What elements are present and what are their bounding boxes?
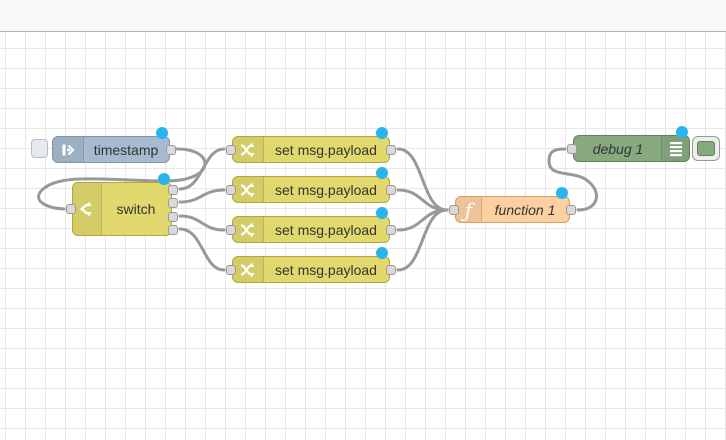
shuffle-arrows-icon (233, 177, 264, 202)
node-label: switch (116, 201, 156, 217)
output-port[interactable] (386, 184, 396, 195)
output-port[interactable] (386, 144, 396, 155)
wire-function-to-debug[interactable] (547, 147, 598, 212)
modified-indicator-dot (156, 127, 168, 139)
node-label: set msg.payload (275, 221, 377, 238)
output-port-2[interactable] (168, 198, 178, 208)
node-change-2[interactable]: set msg.payload (226, 167, 396, 203)
input-port[interactable] (226, 264, 236, 275)
output-port-1[interactable] (168, 185, 178, 195)
modified-indicator-dot (556, 187, 568, 199)
modified-indicator-dot (676, 126, 688, 138)
function-f-icon: ƒ (456, 197, 482, 222)
modified-indicator-dot (158, 173, 170, 185)
modified-indicator-dot (376, 127, 388, 139)
debug-output-lines-icon (661, 136, 689, 161)
inject-arrow-icon (53, 137, 84, 162)
input-port[interactable] (226, 144, 236, 155)
wire-switch2-to-change2[interactable] (178, 188, 226, 204)
node-debug[interactable]: debug 1 (567, 126, 690, 162)
input-port[interactable] (226, 184, 236, 195)
node-label: debug 1 (592, 140, 644, 157)
output-port[interactable] (166, 144, 176, 155)
input-port[interactable] (449, 204, 459, 215)
node-function[interactable]: ƒ function 1 (449, 187, 576, 223)
input-port[interactable] (567, 143, 577, 154)
node-change-3[interactable]: set msg.payload (226, 207, 396, 243)
output-port[interactable] (386, 224, 396, 235)
node-label: set msg.payload (275, 141, 377, 158)
wire-switch4-to-change4[interactable] (178, 227, 226, 272)
wire-switch3-to-change3[interactable] (178, 214, 226, 232)
switch-fork-icon (73, 183, 102, 235)
input-port[interactable] (226, 224, 236, 235)
modified-indicator-dot (376, 207, 388, 219)
shuffle-arrows-icon (233, 137, 264, 162)
flow-canvas-grid[interactable] (0, 32, 726, 440)
node-label: set msg.payload (275, 181, 377, 198)
node-label: timestamp (93, 141, 159, 158)
output-port[interactable] (386, 264, 396, 275)
debug-toggle-state (697, 141, 715, 156)
inject-trigger-button[interactable] (31, 139, 48, 158)
shuffle-arrows-icon (233, 257, 264, 282)
modified-indicator-dot (376, 167, 388, 179)
input-port[interactable] (66, 204, 76, 214)
output-port-3[interactable] (168, 212, 178, 222)
node-change-4[interactable]: set msg.payload (226, 247, 396, 283)
node-label: set msg.payload (275, 261, 377, 278)
node-label: function 1 (494, 201, 556, 218)
output-port[interactable] (566, 204, 576, 215)
wire-switch1-to-change1[interactable] (178, 147, 226, 191)
canvas-outside-area (0, 0, 726, 32)
modified-indicator-dot (376, 247, 388, 259)
output-port-4[interactable] (168, 225, 178, 235)
node-switch[interactable]: switch (66, 173, 178, 236)
shuffle-arrows-icon (233, 217, 264, 242)
node-change-1[interactable]: set msg.payload (226, 127, 396, 163)
node-inject-timestamp[interactable]: timestamp (52, 127, 176, 163)
wire-change4-to-function[interactable] (396, 208, 449, 272)
debug-enable-toggle-button[interactable] (692, 136, 720, 161)
